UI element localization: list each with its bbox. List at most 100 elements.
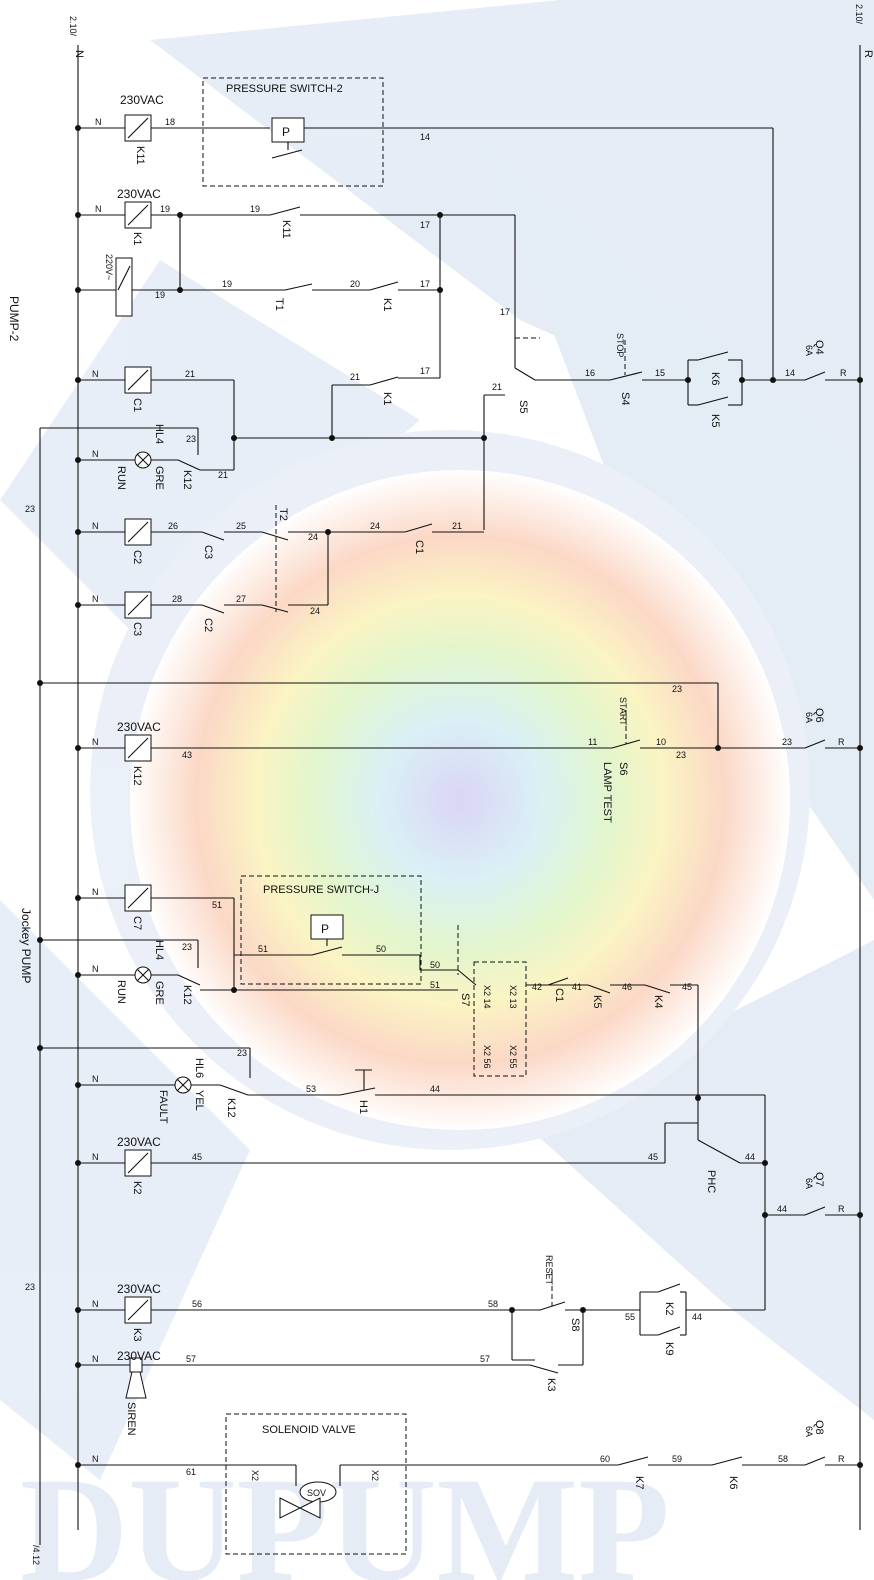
s7-terminal-box	[473, 961, 527, 1077]
svg-text:46: 46	[622, 982, 632, 992]
solenoid-valve-box	[225, 1413, 407, 1555]
svg-text:HL6: HL6	[193, 1058, 205, 1078]
svg-text:58: 58	[778, 1454, 788, 1464]
svg-text:K12: K12	[131, 766, 143, 786]
svg-text:K3: K3	[131, 1328, 143, 1341]
svg-text:X2 13: X2 13	[508, 985, 518, 1009]
rail-r-label: R	[862, 50, 874, 58]
svg-text:23: 23	[676, 750, 686, 760]
svg-text:K6: K6	[727, 1476, 739, 1489]
section-jockey: Jockey PUMP	[19, 908, 33, 983]
svg-text:14: 14	[785, 368, 795, 378]
svg-text:K9: K9	[663, 1342, 675, 1355]
svg-text:17: 17	[420, 279, 430, 289]
svg-text:19: 19	[250, 204, 260, 214]
svg-text:45: 45	[682, 982, 692, 992]
svg-text:LAMP TEST: LAMP TEST	[601, 762, 613, 823]
svg-text:P: P	[321, 922, 329, 936]
svg-text:T1: T1	[273, 298, 285, 311]
svg-text:51: 51	[430, 980, 440, 990]
svg-text:HL4: HL4	[153, 424, 165, 444]
svg-text:230VAC: 230VAC	[117, 720, 161, 734]
svg-text:S8: S8	[569, 1318, 581, 1331]
svg-text:Q7: Q7	[813, 1172, 825, 1187]
svg-text:21: 21	[452, 521, 462, 531]
svg-text:10: 10	[656, 737, 666, 747]
row-hl4-run: 23 N HL4 RUN GRE K12 21	[40, 424, 234, 490]
svg-text:60: 60	[600, 1454, 610, 1464]
svg-text:230VAC: 230VAC	[117, 187, 161, 201]
svg-text:K5: K5	[709, 414, 721, 427]
svg-text:K1: K1	[131, 232, 143, 245]
svg-text:230VAC: 230VAC	[117, 1135, 161, 1149]
rail-n-label: N	[73, 50, 85, 58]
svg-text:21: 21	[492, 382, 502, 392]
svg-text:230VAC: 230VAC	[117, 1282, 161, 1296]
svg-text:STOP: STOP	[615, 333, 625, 357]
svg-text:X2: X2	[250, 1470, 260, 1481]
row-k11: N 230VAC K11 18 PRESSURE SWITCH-2 P 14	[75, 77, 774, 380]
svg-text:N: N	[92, 1354, 99, 1364]
svg-text:N: N	[92, 1152, 99, 1162]
svg-text:R: R	[838, 737, 845, 747]
svg-text:Q8: Q8	[813, 1420, 825, 1435]
svg-text:C1: C1	[413, 540, 425, 554]
svg-text:S6: S6	[617, 762, 629, 775]
svg-text:220V~: 220V~	[104, 254, 114, 280]
row-k1: N 230VAC K1 19 19 K11 17 17	[75, 187, 516, 340]
svg-text:53: 53	[306, 1084, 316, 1094]
svg-text:27: 27	[236, 594, 246, 604]
svg-text:K1: K1	[381, 392, 393, 405]
svg-text:RUN: RUN	[115, 466, 127, 490]
svg-text:K11: K11	[280, 220, 292, 239]
svg-text:14: 14	[420, 132, 430, 142]
svg-text:K7: K7	[633, 1476, 645, 1489]
svg-text:R: R	[838, 1454, 845, 1464]
svg-text:51: 51	[258, 944, 268, 954]
svg-text:23: 23	[672, 684, 682, 694]
k11-voltage: 230VAC	[120, 93, 164, 107]
row-solenoid: N 61 SOLENOID VALVE X2 SOV X2 60 K7 59 K…	[75, 1413, 863, 1555]
svg-text:N: N	[95, 117, 102, 127]
svg-text:N: N	[92, 1299, 99, 1309]
svg-text:X2 55: X2 55	[508, 1045, 518, 1069]
svg-text:X2: X2	[370, 1470, 380, 1481]
row-hl4-jockey: 23 N HL4 RUN GRE K12 51 S7 X2 14 X2 13 X…	[37, 925, 701, 1101]
svg-text:K4: K4	[652, 995, 664, 1008]
svg-text:21: 21	[185, 369, 195, 379]
row-c2: N C2 26 C3 25 T2 24 24 C1 21	[75, 505, 484, 612]
siren-label: SIREN	[125, 1402, 137, 1436]
pressure-switch-j-box	[240, 875, 422, 985]
svg-text:N: N	[92, 521, 99, 531]
svg-text:S5: S5	[517, 400, 529, 413]
svg-text:S4: S4	[619, 392, 631, 405]
row-c7: N C7 51 PRESSURE SWITCH-J P 51 50 50	[75, 875, 458, 990]
svg-text:24: 24	[370, 521, 380, 531]
svg-text:17: 17	[420, 366, 430, 376]
svg-text:50: 50	[376, 944, 386, 954]
svg-text:N: N	[92, 449, 99, 459]
svg-text:57: 57	[480, 1354, 490, 1364]
row-hl6-fault: 23 N HL6 FAULT YEL K12 53 H1 44	[37, 1045, 766, 1310]
svg-text:24: 24	[308, 532, 318, 542]
watermark-text: DUPUMP	[20, 1447, 670, 1580]
svg-text:44: 44	[430, 1084, 440, 1094]
svg-text:19: 19	[160, 204, 170, 214]
svg-text:N: N	[95, 204, 102, 214]
svg-text:K5: K5	[591, 995, 603, 1008]
svg-text:16: 16	[585, 368, 595, 378]
svg-text:K1: K1	[381, 298, 393, 311]
svg-text:44: 44	[777, 1204, 787, 1214]
row-bus-23: 23	[37, 680, 719, 748]
row-siren: N 230VAC SIREN 57 57 K3	[75, 1310, 584, 1436]
svg-text:N: N	[92, 369, 99, 379]
svg-text:X2 14: X2 14	[482, 985, 492, 1009]
bus-23-label-a: 23	[25, 504, 35, 514]
svg-text:59: 59	[672, 1454, 682, 1464]
svg-text:19: 19	[155, 290, 165, 300]
svg-text:23: 23	[186, 434, 196, 444]
svg-text:20: 20	[350, 279, 360, 289]
svg-text:YEL: YEL	[193, 1090, 205, 1111]
svg-text:C1: C1	[131, 398, 143, 412]
